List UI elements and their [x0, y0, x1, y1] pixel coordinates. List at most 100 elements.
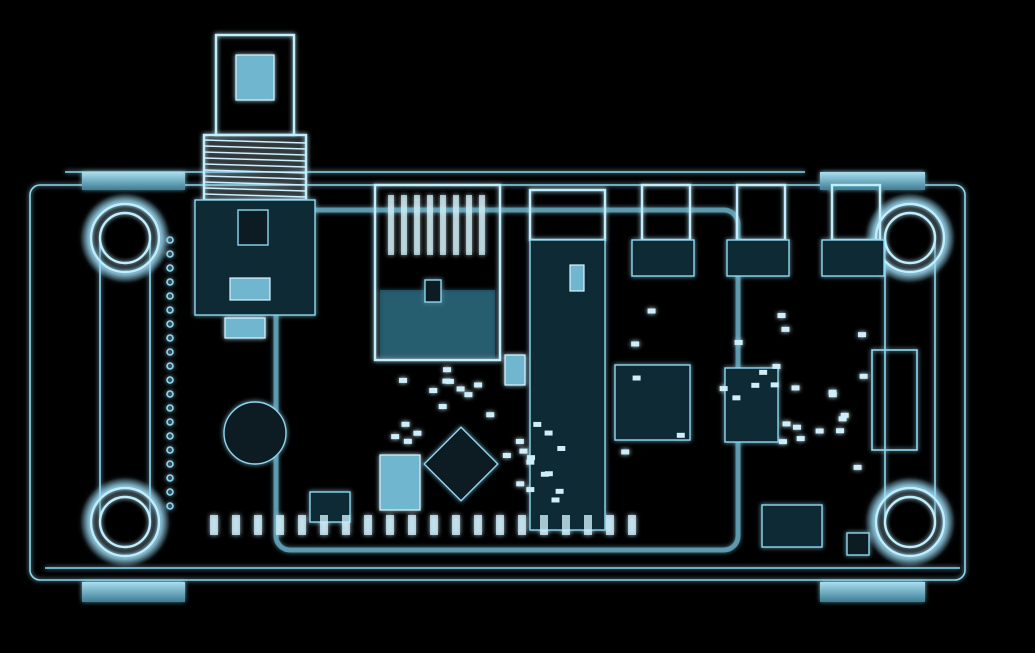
coin-cell	[223, 401, 287, 465]
jack-contact	[388, 195, 394, 255]
mini-connector	[631, 183, 695, 277]
smd-component	[796, 436, 805, 442]
soic-chip	[724, 367, 779, 443]
mounting-holes	[80, 193, 955, 567]
jack-contact	[466, 195, 472, 255]
top-left-rail	[82, 172, 185, 190]
smd-component	[772, 363, 781, 369]
thread	[203, 193, 307, 198]
smd-component	[647, 308, 656, 314]
relay-module	[871, 349, 918, 451]
thread	[203, 139, 307, 144]
thread	[203, 151, 307, 156]
jack-contact	[401, 195, 407, 255]
smd-component	[391, 434, 400, 440]
pin-header	[320, 515, 328, 535]
pin-header	[474, 515, 482, 535]
jack-contact	[427, 195, 433, 255]
smd-component	[526, 459, 535, 465]
crystal	[379, 454, 421, 511]
mini-connector	[726, 183, 790, 277]
smd-component	[770, 382, 779, 388]
mounting-hole	[865, 477, 955, 567]
smd-component	[836, 428, 845, 434]
smd-component	[557, 445, 566, 451]
smd-component	[544, 430, 553, 436]
pin-header	[452, 515, 460, 535]
smd-component	[632, 375, 641, 381]
pin-header	[232, 515, 240, 535]
smd-component	[838, 416, 847, 422]
via	[166, 292, 174, 300]
via	[166, 320, 174, 328]
pin-header	[606, 515, 614, 535]
jack-contact	[440, 195, 446, 255]
smd-component	[526, 487, 535, 493]
jack-contact	[479, 195, 485, 255]
smd-component	[840, 412, 849, 418]
smd-component	[751, 382, 760, 388]
smd-component	[631, 341, 640, 347]
smd-component	[403, 438, 412, 444]
smd-component	[533, 421, 542, 427]
pin-header	[298, 515, 306, 535]
soic-chip	[614, 364, 691, 441]
smd-component	[759, 369, 768, 375]
via	[166, 460, 174, 468]
thread	[203, 163, 307, 168]
via	[166, 418, 174, 426]
thread	[203, 157, 307, 162]
inductor	[504, 354, 526, 386]
smd-component	[445, 378, 454, 384]
bottom-left-rail	[82, 582, 185, 602]
via	[166, 306, 174, 314]
small-ic	[846, 532, 870, 556]
mounting-hole	[865, 193, 955, 283]
via	[166, 376, 174, 384]
via	[166, 432, 174, 440]
pin-header	[276, 515, 284, 535]
pin-header	[540, 515, 548, 535]
via	[166, 334, 174, 342]
pin-header	[628, 515, 636, 535]
thread	[203, 175, 307, 180]
smd-component	[464, 392, 473, 398]
pin-header	[408, 515, 416, 535]
smd-component	[555, 488, 564, 494]
smd-component	[778, 439, 787, 445]
via	[166, 264, 174, 272]
pin-header	[496, 515, 504, 535]
card-slot	[528, 188, 607, 531]
via	[166, 278, 174, 286]
smd-component	[676, 432, 685, 438]
coax-connector	[194, 33, 316, 339]
via	[166, 488, 174, 496]
pin-header	[430, 515, 438, 535]
mini-connector	[821, 183, 885, 277]
smd-component	[734, 339, 743, 345]
smd-component	[858, 332, 867, 338]
smd-component	[544, 471, 553, 477]
regulator	[309, 491, 351, 523]
via	[166, 502, 174, 510]
smd-component	[828, 389, 837, 395]
pin-header	[386, 515, 394, 535]
pin-header	[210, 515, 218, 535]
smd-component	[399, 377, 408, 383]
via	[166, 236, 174, 244]
qfp-microcontroller	[423, 426, 499, 502]
pin-header	[562, 515, 570, 535]
smd-component	[777, 313, 786, 319]
mounting-hole	[80, 193, 170, 283]
smd-component	[516, 481, 525, 487]
smd-component	[551, 497, 560, 503]
smd-component	[853, 464, 862, 470]
thread	[203, 187, 307, 192]
smd-component	[429, 388, 438, 394]
jack-contact	[453, 195, 459, 255]
ethernet-jack	[373, 183, 502, 362]
smd-component	[792, 424, 801, 430]
smd-component	[474, 382, 483, 388]
smd-component	[815, 428, 824, 434]
via	[166, 390, 174, 398]
